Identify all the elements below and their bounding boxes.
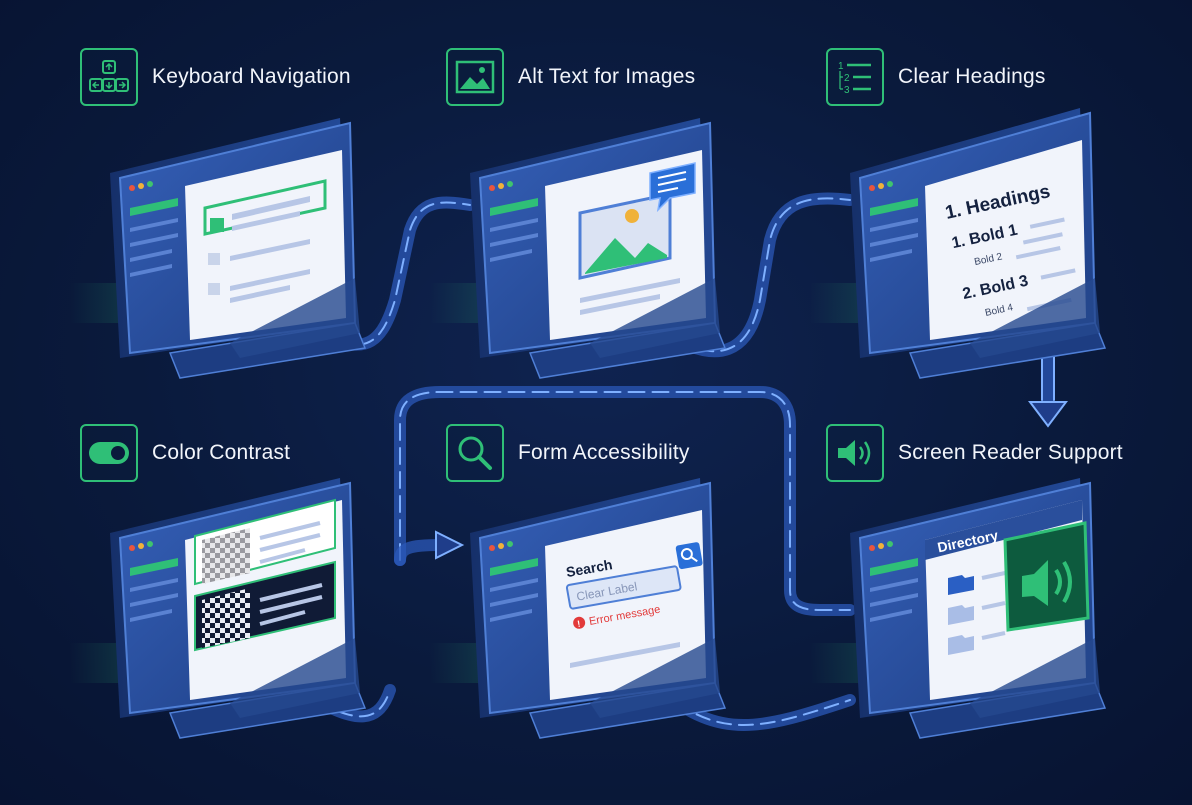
feature-title: Color Contrast [152, 441, 291, 464]
svg-text:!: ! [576, 619, 581, 629]
clear-label-input[interactable] [565, 565, 682, 610]
label-color-contrast: Color Contrast [80, 424, 290, 482]
label-alt-text: Alt Text for Images [446, 48, 695, 106]
error-icon [573, 616, 586, 629]
svg-text:2: 2 [844, 73, 850, 84]
panel-screen-reader: Directory [810, 478, 1107, 739]
down-arrow-icon [1028, 401, 1068, 428]
panel-clear-headings: 1. Headings 1. Bold 1 Bold 2 2. Bold 3 B… [810, 108, 1107, 379]
form-label-text: Search [565, 556, 614, 580]
label-form-accessibility: Form Accessibility [446, 424, 690, 482]
numbered-list-icon: 1 2 3 [826, 48, 884, 106]
connector-lines [294, 192, 1068, 731]
label-keyboard-navigation: Keyboard Navigation [80, 48, 351, 106]
folder-icon [948, 605, 974, 625]
folder-icon [948, 575, 974, 595]
feature-title: Alt Text for Images [518, 65, 696, 88]
panel-keyboard-navigation [70, 118, 367, 379]
right-arrow-icon [435, 530, 465, 560]
search-icon [680, 548, 693, 561]
keyboard-arrows-icon [80, 48, 138, 106]
toggle-icon [80, 424, 138, 482]
svg-text:3: 3 [844, 85, 850, 96]
feature-title: Clear Headings [898, 65, 1046, 88]
panel-alt-text [430, 118, 727, 379]
label-screen-reader: Screen Reader Support [826, 424, 1123, 482]
image-icon [446, 48, 504, 106]
panel-color-contrast [70, 478, 367, 739]
label-clear-headings: 1 2 3 Clear Headings [826, 48, 1046, 106]
search-button[interactable] [675, 542, 703, 570]
panel-form-accessibility: Search Clear Label ! Error message [430, 478, 727, 739]
magnifier-icon [446, 424, 504, 482]
svg-text:1: 1 [838, 61, 844, 72]
feature-title: Keyboard Navigation [152, 65, 351, 88]
folder-icon [948, 635, 974, 655]
feature-title: Form Accessibility [518, 441, 690, 464]
speaker-icon [826, 424, 884, 482]
speaker-icon [1022, 560, 1072, 606]
feature-title: Screen Reader Support [898, 441, 1123, 464]
